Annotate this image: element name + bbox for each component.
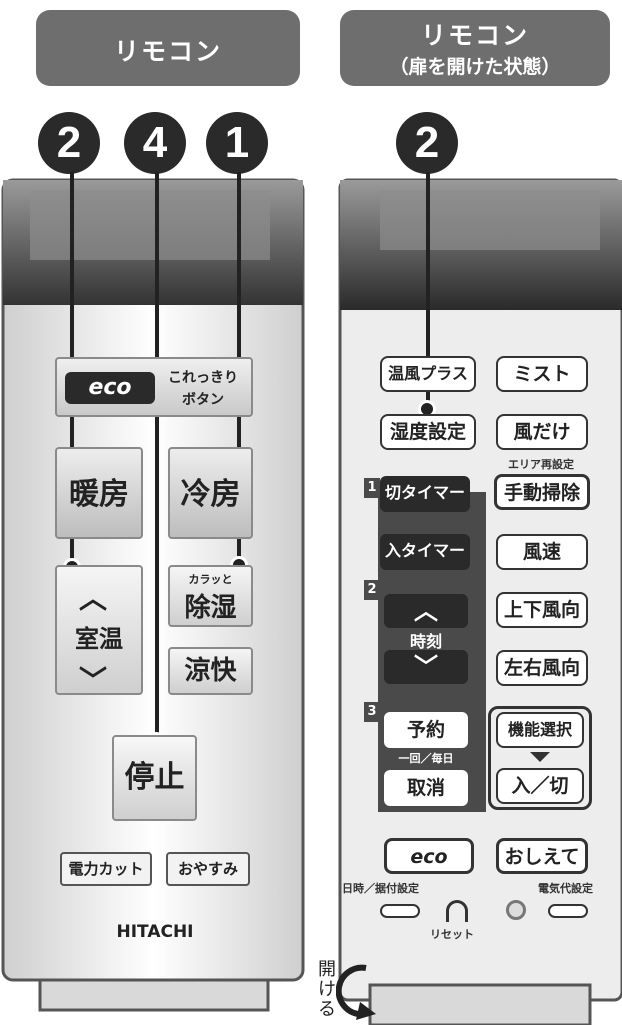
marker-1: 1: [206, 112, 268, 174]
shitsuon-rocker[interactable]: ︿ 室温 ﹀: [55, 565, 143, 697]
header-remote-open: リモコン （扉を開けた状態）: [340, 10, 610, 86]
reset-icon[interactable]: [446, 900, 468, 922]
teishi-button[interactable]: 停止: [112, 735, 197, 821]
shitsuon-down-icon[interactable]: ﹀: [79, 664, 108, 697]
onpu-plus-button[interactable]: 温風プラス: [380, 356, 476, 392]
shitsuon-up-icon[interactable]: ︿: [79, 582, 108, 615]
ikkai-mainichi-label: 一回／毎日: [398, 752, 454, 765]
irikiri-button[interactable]: 入／切: [496, 768, 584, 804]
header-remote: リモコン: [36, 10, 300, 86]
jikoku-label: 時刻: [409, 632, 442, 651]
shitsudo-settei-button[interactable]: 湿度設定: [380, 414, 476, 450]
torikeshi-button[interactable]: 取消: [384, 770, 468, 806]
fusoku-button[interactable]: 風速: [496, 534, 588, 570]
denkidai-label: 電気代設定: [538, 882, 593, 895]
iri-timer-button[interactable]: 入タイマー: [380, 534, 470, 570]
yoyaku-button[interactable]: 予約: [384, 712, 468, 748]
marker-2-left: 2: [38, 112, 100, 174]
kino-group: [488, 706, 592, 810]
joge-fuko-button[interactable]: 上下風向: [496, 592, 588, 628]
shitsuon-label: 室温: [75, 625, 123, 653]
jikoku-down-button[interactable]: ﹀: [384, 650, 468, 684]
eco-button-right[interactable]: eco: [384, 838, 474, 874]
kiri-timer-button[interactable]: 切タイマー: [380, 476, 470, 512]
open-arrow-icon: [336, 964, 376, 1020]
section-1-badge: 1: [364, 478, 380, 498]
section-2-badge: 2: [364, 580, 380, 600]
hitachi-logo: HITACHI: [116, 922, 194, 942]
leader-line-2-right: [426, 172, 430, 408]
area-label: エリア再設定: [508, 458, 574, 471]
kazedake-button[interactable]: 風だけ: [496, 414, 588, 450]
eco-badge: eco: [65, 372, 155, 404]
marker-4: 4: [124, 112, 186, 174]
kino-sentaku-button[interactable]: 機能選択: [496, 712, 584, 748]
jikoku-up-button[interactable]: ︿: [384, 594, 468, 628]
nichiji-button[interactable]: [380, 904, 420, 918]
header-remote-open-title: リモコン: [420, 21, 529, 50]
leader-line-4: [155, 172, 159, 740]
marker-2-right: 2: [396, 112, 458, 174]
down-arrow-icon: [530, 752, 550, 762]
oyasumi-button[interactable]: おやすみ: [166, 852, 250, 886]
korekkiri-label: これっきり: [168, 370, 238, 386]
reset-label: リセット: [430, 928, 474, 941]
eco-korekkiri-button[interactable]: eco これっきり ボタン: [55, 357, 253, 417]
ryokai-button[interactable]: 涼快: [168, 647, 253, 695]
denryoku-cut-button[interactable]: 電力カット: [60, 852, 152, 886]
joshitsu-button[interactable]: カラッと 除湿: [168, 565, 253, 627]
oshiete-button[interactable]: おしえて: [496, 838, 588, 874]
chevron-up-icon: ︿: [414, 597, 438, 625]
indicator-light-icon: [506, 900, 526, 920]
section-3-badge: 3: [364, 702, 380, 722]
denkidai-button[interactable]: [548, 904, 588, 918]
joshitsu-label: 除湿: [184, 593, 237, 623]
nichiji-label: 日時／据付設定: [342, 882, 419, 895]
header-remote-open-subtitle: （扉を開けた状態）: [389, 56, 561, 78]
akeru-label: 開ける: [318, 959, 336, 1020]
sayu-fuko-button[interactable]: 左右風向: [496, 650, 588, 686]
shudo-soji-button[interactable]: 手動掃除: [494, 474, 590, 510]
header-remote-title: リモコン: [113, 37, 222, 66]
botan-label: ボタン: [182, 392, 224, 408]
misuto-button[interactable]: ミスト: [496, 356, 588, 392]
danbou-button[interactable]: 暖房: [55, 447, 143, 539]
reibou-button[interactable]: 冷房: [168, 447, 253, 539]
karatto-label: カラッと: [188, 573, 233, 586]
chevron-down-icon: ﹀: [414, 653, 438, 681]
